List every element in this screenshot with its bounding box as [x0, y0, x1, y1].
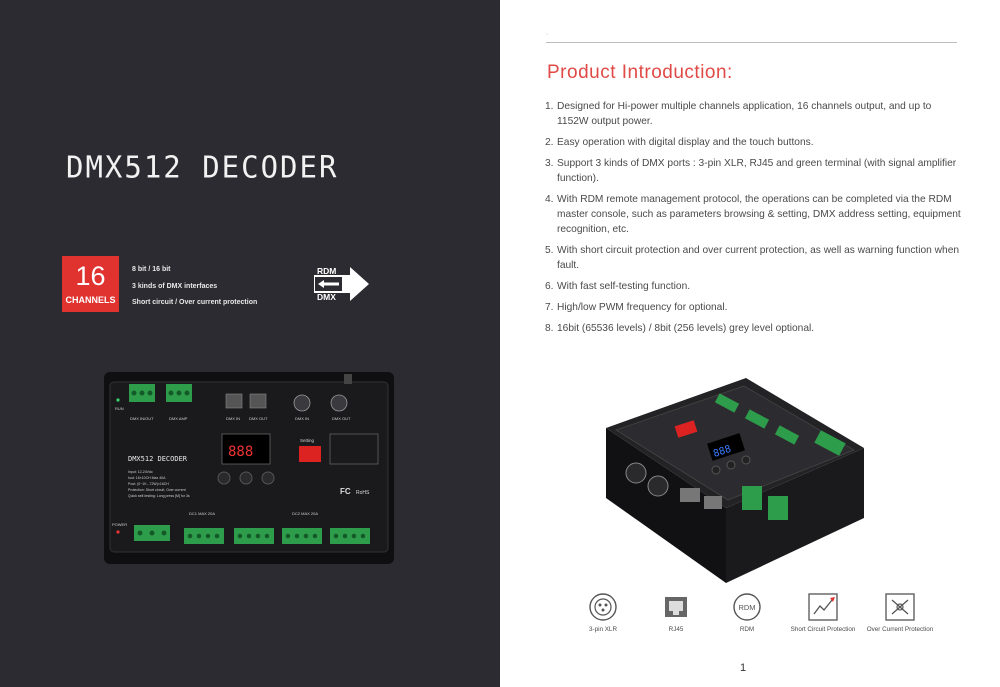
port-label-dmx-amp: DMX AMP: [169, 416, 188, 421]
port-label-xlr-in: DMX IN: [295, 416, 309, 421]
spec-line-3: Pout: (0~1K...72W)×16CH: [128, 482, 169, 486]
list-item: 7.High/low PWM frequency for optional.: [545, 302, 728, 313]
feature-over-current: Over Current Protection: [865, 592, 935, 634]
dc1-group-label: DC1 MAX 20A: [189, 511, 215, 516]
feature-protection: Short circuit / Over current protection: [132, 299, 258, 306]
channels-badge: 16 CHANNELS: [62, 256, 119, 312]
power-label: POWER: [112, 522, 127, 527]
rohs-mark: RoHS: [356, 490, 370, 496]
list-item: 4.With RDM remote management protocol, t…: [545, 194, 961, 235]
icon-caption-over-current: Over Current Protection: [866, 626, 934, 633]
rdm-label: RDM: [317, 266, 336, 276]
over-current-icon: [885, 593, 915, 621]
dc2-group-label: DC2 MAX 20A: [292, 511, 318, 516]
short-circuit-icon: [808, 593, 838, 621]
feature-dmx-interfaces: 3 kinds of DMX interfaces: [132, 283, 218, 290]
list-item: 6.With fast self-testing function.: [545, 281, 691, 292]
spec-line-1: Input: 12-24Vdc: [128, 470, 153, 474]
list-item: 2.Easy operation with digital display an…: [545, 137, 814, 148]
svg-text:888: 888: [712, 444, 733, 460]
port-label-xlr-out: DMX OUT: [332, 416, 351, 421]
intro-list: 1.Designed for Hi-power multiple channel…: [545, 99, 965, 342]
feature-rj45: RJ45: [641, 592, 711, 634]
list-item: 1.Designed for Hi-power multiple channel…: [545, 101, 932, 127]
header-mark: ·: [546, 31, 549, 38]
right-panel: [500, 0, 1000, 687]
channels-number: 16: [75, 261, 106, 291]
feature-xlr: 3-pin XLR: [568, 592, 638, 634]
channels-label: CHANNELS: [65, 295, 116, 305]
list-item: 3.Support 3 kinds of DMX ports : 3-pin X…: [545, 158, 957, 184]
list-item: 5.With short circuit protection and over…: [545, 245, 960, 271]
rj45-port-icon: [665, 597, 687, 617]
dmx-label: DMX: [317, 292, 336, 302]
spec-line-5: Quick self-testing: Long press [M] for 3…: [128, 494, 190, 498]
rdm-dmx-arrow-icon: RDM DMX: [314, 266, 369, 302]
spec-line-2: Iout: 16×10CH Max 40A: [128, 476, 166, 480]
product-photo: 888: [606, 378, 864, 583]
icon-caption-short-circuit: Short Circuit Protection: [790, 626, 856, 633]
svg-text:888: 888: [228, 444, 253, 460]
rdm-icon: RDM: [733, 593, 761, 621]
icon-caption-rdm: RDM: [739, 626, 755, 633]
fc-mark: FC: [340, 487, 351, 496]
rdm-icon-glyph: RDM: [738, 603, 755, 612]
icon-caption-rj45: RJ45: [668, 626, 684, 633]
port-label-rj45-out: DMX OUT: [249, 416, 268, 421]
run-label: RUN: [115, 406, 124, 411]
setting-label: Setting: [300, 438, 315, 443]
feature-icons-row: 3-pin XLR RJ45 RDM RDM Short Circuit Pro…: [578, 592, 948, 650]
xlr-connector-icon: [589, 593, 617, 621]
header-rule: [546, 42, 957, 43]
port-label-rj45-in: DMX IN: [226, 416, 240, 421]
product-title: DMX512 DECODER: [66, 149, 339, 185]
device-model-label: DMX512 DECODER: [128, 455, 188, 463]
section-title: Product Introduction:: [547, 62, 733, 83]
spec-line-4: Protection: Short circuit, Over current: [128, 488, 186, 492]
device-top-view: DMX IN/OUT DMX AMP RUN DMX IN DMX OUT DM…: [104, 372, 394, 564]
feature-bit-depth: 8 bit / 16 bit: [132, 266, 171, 273]
list-item: 8.16bit (65536 levels) / 8bit (256 level…: [545, 323, 815, 334]
feature-rdm: RDM RDM: [712, 592, 782, 634]
feature-short-circuit: Short Circuit Protection: [788, 592, 858, 634]
page-number: 1: [740, 662, 747, 674]
port-label-dmx-in-out: DMX IN/OUT: [130, 416, 154, 421]
icon-caption-xlr: 3-pin XLR: [588, 626, 617, 633]
left-panel: DMX512 DECODER 16 CHANNELS 8 bit / 16 bi…: [0, 0, 500, 687]
